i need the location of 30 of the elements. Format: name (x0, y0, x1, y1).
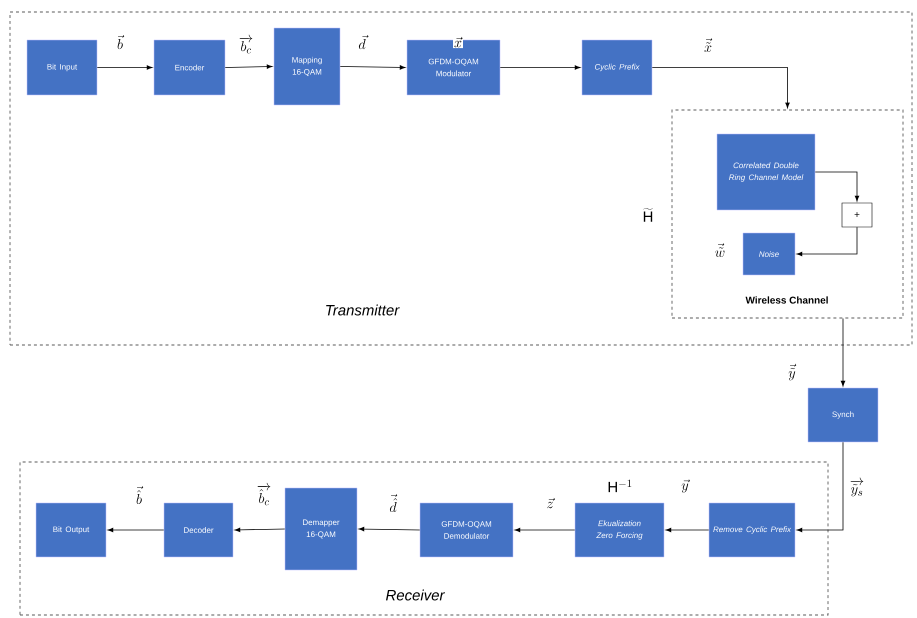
arrow (234, 528, 286, 532)
arrow (796, 442, 844, 532)
arrow (652, 67, 790, 108)
arrow (514, 528, 576, 532)
edge-label: $\vec{x}$ (453, 36, 463, 48)
arrow (224, 64, 272, 69)
edge-label: $\vec{\hat{b}}$ (135, 485, 144, 505)
arrow (666, 528, 710, 532)
edge-label: $\vec{z}$ (545, 496, 555, 510)
edge-label: $\vec{\tilde{y}}$ (787, 362, 797, 382)
arrow (340, 65, 406, 70)
arrow (108, 528, 164, 532)
arrow (96, 65, 152, 70)
arrow (358, 526, 420, 532)
edge-label: $\vec{\hat{d}}$ (388, 493, 398, 513)
edge-label: $\vec{y}$ (680, 478, 690, 494)
edge-label: $\vec{b}$ (116, 34, 124, 50)
edge-label: $\vec{\tilde{x}}$ (703, 37, 713, 53)
edge-label: $\overrightarrow{\tilde{y}_s}$ (848, 478, 866, 498)
edge-label: $\overrightarrow{b_c}$ (238, 34, 254, 54)
edge-label: $\vec{d}$ (357, 34, 369, 50)
arrow (500, 65, 580, 70)
arrow (796, 226, 858, 256)
arrow (840, 318, 846, 386)
math-label: $\vec{\tilde{w}}$ (715, 243, 724, 257)
math-label: $\mathrm{H}^{-1}$ (608, 480, 632, 492)
sum-box: + (842, 202, 872, 228)
math-label: $\widetilde{\mathrm{H}}$ (643, 208, 653, 222)
arrow (814, 172, 860, 202)
edge-label: $\overrightarrow{\hat{b}_c}$ (256, 482, 272, 506)
